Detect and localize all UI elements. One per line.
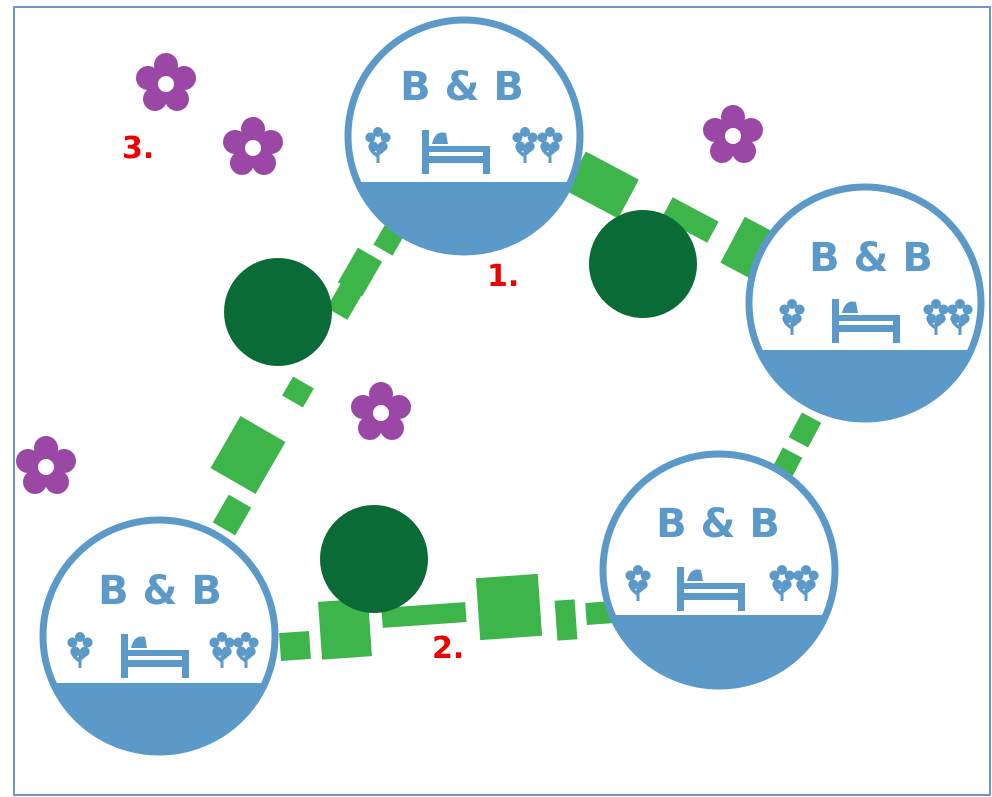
bnb-node-4: B & B [39, 516, 279, 756]
bnb-node-3: B & B [599, 450, 839, 690]
marker-1: 1. [487, 259, 519, 294]
flower-icon [223, 117, 283, 175]
path-top-left [210, 220, 407, 536]
tree-icon [320, 505, 428, 613]
flower-icon [703, 105, 763, 163]
bnb-node-1: B & B [344, 16, 584, 256]
tree-icon [224, 258, 332, 366]
bnb-title-1: B & B [400, 64, 524, 110]
tree-icon [589, 210, 697, 318]
bnb-title-3: B & B [656, 501, 780, 547]
bnb-title-2: B & B [809, 235, 933, 281]
frame-border [13, 6, 991, 796]
path-bottom [279, 573, 615, 662]
bnb-title-4: B & B [98, 568, 222, 614]
marker-3: 3. [122, 131, 154, 166]
bnb-node-2: B & B [745, 183, 985, 423]
flower-icon [136, 53, 196, 111]
flower-icon [351, 382, 411, 440]
marker-2: 2. [432, 631, 464, 666]
flower-icon [16, 436, 76, 494]
